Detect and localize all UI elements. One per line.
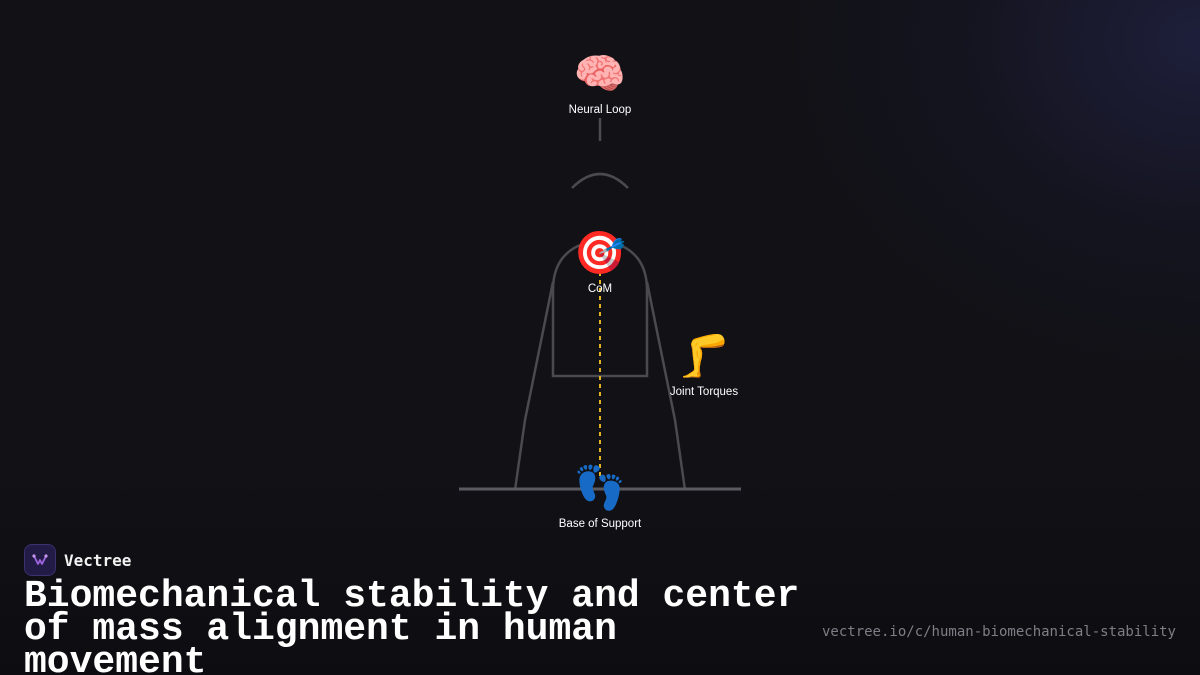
neural-loop-node: 🧠 Neural Loop (540, 49, 660, 117)
torso-outline (551, 239, 649, 378)
com-label: CoM (587, 283, 613, 295)
leg-icon: 🦵 (677, 331, 731, 380)
source-url: vectree.io/c/human-biomechanical-stabili… (821, 624, 1176, 640)
joint-torques-label: Joint Torques (669, 386, 739, 398)
footprints-icon: 👣 (573, 463, 627, 512)
target-icon: 🎯 (573, 228, 627, 277)
brand: Vectree (24, 544, 131, 576)
page-title: Biomechanical stability and center of ma… (24, 575, 800, 675)
left-body-outline (513, 281, 555, 491)
right-body-outline (645, 281, 687, 491)
brain-icon: 🧠 (573, 49, 627, 98)
com-node: 🎯 CoM (540, 228, 660, 296)
neural-loop-label: Neural Loop (568, 104, 632, 116)
joint-torques-node: 🦵 Joint Torques (644, 331, 764, 399)
base-of-support-node: 👣 Base of Support (540, 463, 660, 531)
brand-name: Vectree (64, 550, 132, 570)
vectree-logo-icon (24, 544, 56, 576)
head-arc (571, 172, 629, 189)
base-of-support-label: Base of Support (558, 518, 642, 530)
